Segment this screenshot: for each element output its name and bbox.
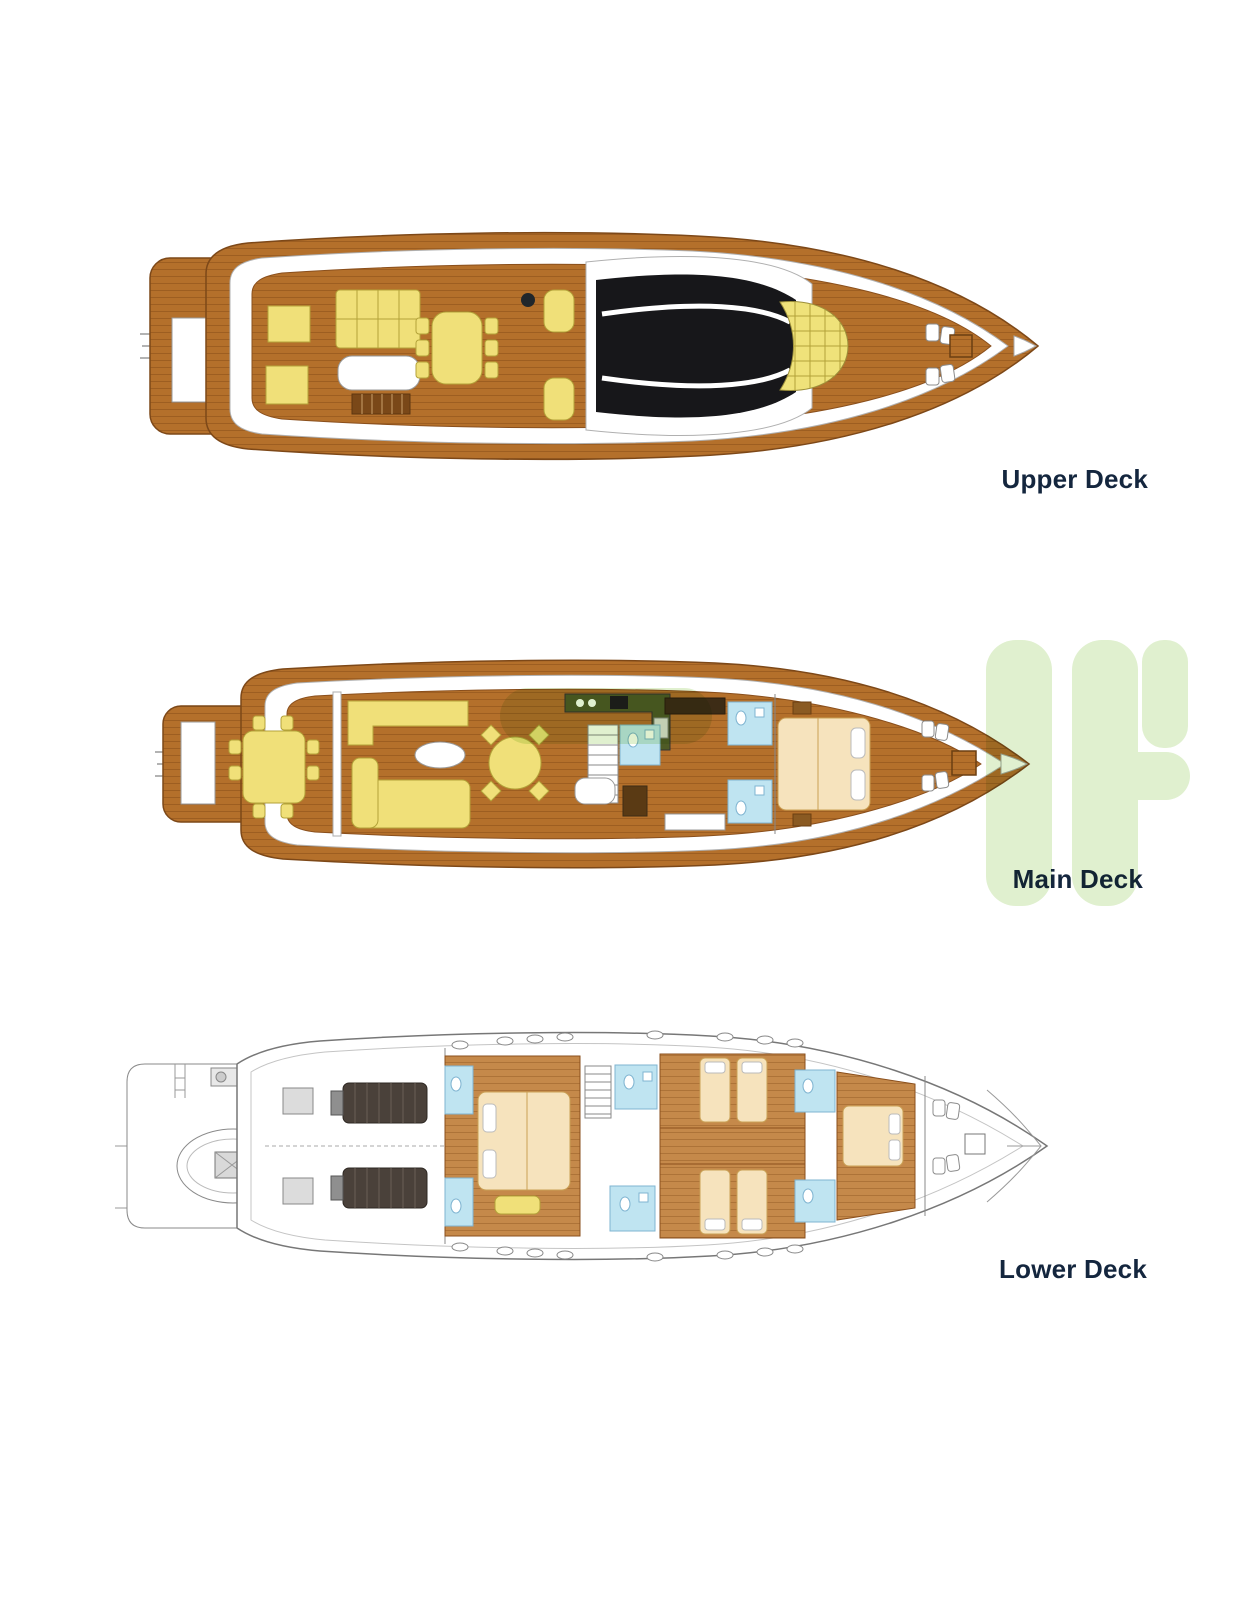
upper-aft-lounge bbox=[265, 289, 421, 415]
sun-lounger-bottom bbox=[543, 377, 575, 421]
aft-deck-dining bbox=[228, 715, 320, 819]
curved-sofa bbox=[337, 355, 421, 391]
bow-crew-area bbox=[924, 1076, 1042, 1216]
deck-hatches bbox=[451, 1030, 804, 1262]
salon-sofa-top bbox=[347, 700, 469, 746]
twin-cabins bbox=[659, 1053, 806, 1239]
engine-starboard bbox=[330, 1167, 428, 1209]
stairs-down bbox=[351, 393, 411, 415]
lower-deck-label: Lower Deck bbox=[999, 1254, 1147, 1285]
master-bed bbox=[777, 717, 871, 811]
midship-cabin bbox=[444, 1055, 581, 1237]
main-deck-label: Main Deck bbox=[1012, 864, 1143, 895]
lower-deck-plan bbox=[115, 1030, 1049, 1262]
mid-bathroom-top bbox=[444, 1065, 474, 1115]
sun-lounger-top bbox=[543, 289, 575, 333]
lobby-cabinet bbox=[664, 813, 726, 831]
forward-bathroom-top bbox=[794, 1069, 836, 1113]
main-deck-figure: Main Deck bbox=[155, 658, 1143, 894]
glazed-windshield bbox=[779, 301, 849, 391]
center-bathroom-top bbox=[614, 1064, 658, 1110]
coffee-table bbox=[414, 741, 466, 769]
upper-deck-figure: Upper Deck bbox=[140, 228, 1148, 494]
bow-tip bbox=[1013, 335, 1038, 357]
twin-beds-top bbox=[699, 1057, 768, 1123]
salon-door bbox=[332, 691, 342, 837]
upper-dining-table bbox=[415, 311, 499, 385]
main-deck-plan bbox=[155, 659, 1031, 869]
main-foredeck-seats bbox=[921, 720, 950, 792]
engine-port bbox=[330, 1082, 428, 1124]
day-head-bottom bbox=[727, 779, 773, 824]
forward-bed bbox=[842, 1105, 904, 1167]
cabin-bench bbox=[494, 1195, 541, 1215]
sun-pad bbox=[335, 289, 421, 349]
master-cabin bbox=[774, 694, 871, 834]
bow-hatch bbox=[964, 1133, 986, 1155]
upper-deck-label: Upper Deck bbox=[1001, 464, 1148, 495]
center-bathroom-bottom bbox=[609, 1185, 656, 1232]
lower-stairs bbox=[584, 1065, 612, 1119]
upper-deck-plan bbox=[140, 231, 1040, 461]
tv-cabinet bbox=[664, 697, 726, 715]
lower-deck-figure: Lower Deck bbox=[115, 1028, 1147, 1284]
mast-base bbox=[521, 293, 535, 307]
hardtop-sunroof bbox=[585, 256, 813, 436]
main-stern-platform bbox=[162, 705, 264, 823]
forward-cabin bbox=[836, 1071, 916, 1221]
forward-bathroom-bottom bbox=[794, 1179, 836, 1223]
foredeck-hatch bbox=[949, 334, 973, 358]
twin-beds-bottom bbox=[699, 1169, 768, 1235]
galley-bathroom bbox=[619, 724, 661, 766]
foredeck-seats bbox=[925, 323, 956, 386]
dinette bbox=[574, 777, 648, 817]
engine-room bbox=[265, 1048, 446, 1244]
day-head-top bbox=[727, 701, 773, 746]
main-foredeck-hatch bbox=[951, 750, 977, 776]
mid-bathroom-bottom bbox=[444, 1177, 474, 1227]
vip-bed bbox=[477, 1091, 571, 1191]
